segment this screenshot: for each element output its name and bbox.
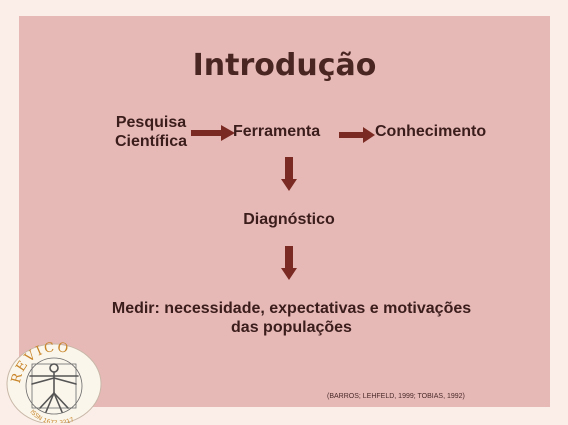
flow-source-line1: Pesquisa	[115, 114, 187, 131]
flow-source-line2: Científica	[114, 133, 187, 150]
down-arrow-icon	[281, 157, 297, 191]
citation: (BARROS; LEHFELD, 1999; TOBIAS, 1992)	[327, 393, 465, 400]
measure-line2: das populações	[231, 319, 352, 336]
flow-result: Conhecimento	[375, 123, 487, 140]
diagnosis-label: Diagnóstico	[243, 211, 335, 228]
flow-tool: Ferramenta	[233, 123, 321, 140]
flow-source: Pesquisa Científica	[103, 113, 199, 151]
measure-text: Medir: necessidade, expectativas e motiv…	[19, 299, 564, 337]
slide-title: Introdução	[192, 48, 377, 83]
slide-panel: Introdução Pesquisa Científica Ferrament…	[19, 16, 550, 407]
right-arrow-icon	[339, 127, 375, 143]
right-arrow-icon	[191, 125, 235, 141]
revico-logo: REVICO ISSN 1677-3217	[6, 340, 102, 423]
measure-line1: Medir: necessidade, expectativas e motiv…	[111, 300, 472, 317]
down-arrow-icon	[281, 246, 297, 280]
